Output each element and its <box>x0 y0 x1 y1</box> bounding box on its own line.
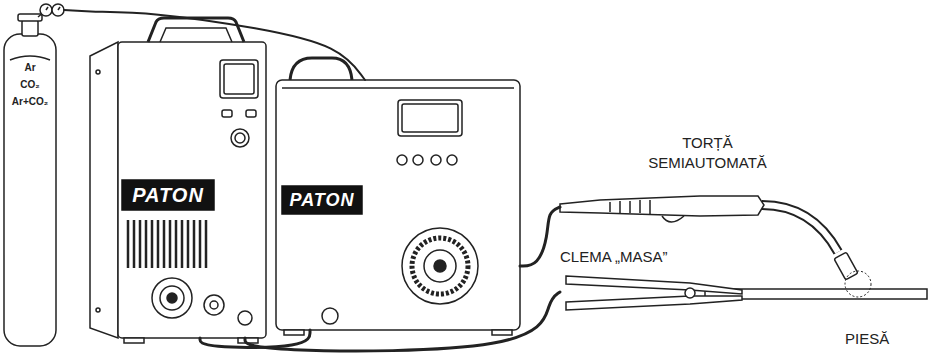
gas-cylinder-drawing <box>10 56 50 60</box>
welding-torch-drawing <box>560 196 764 216</box>
gas-cylinder-drawing <box>18 14 42 21</box>
wire-feeder-drawing <box>276 58 520 335</box>
wire-feeder-drawing <box>447 155 457 165</box>
ground-clamp-drawing <box>566 276 742 294</box>
gas-cylinder-drawing <box>40 4 52 16</box>
ground-clamp-drawing <box>566 276 742 310</box>
part-label: PIESĂ <box>845 329 889 348</box>
wire-feeder-drawing <box>492 330 512 335</box>
welding-torch-drawing <box>560 196 871 297</box>
brand-logo: PATON <box>282 186 362 214</box>
welding-machine-drawing <box>238 311 252 325</box>
welding-torch-drawing <box>762 205 838 252</box>
gas-cylinder-drawing <box>4 4 64 346</box>
welding-machine-drawing <box>152 278 192 318</box>
gas-cylinder-drawing <box>58 7 60 10</box>
gas-hose <box>64 10 365 80</box>
welding-machine-drawing <box>122 180 214 210</box>
welding-machine-drawing <box>90 42 118 338</box>
welding-torch-drawing <box>662 216 684 222</box>
ground-clamp-drawing <box>566 296 742 310</box>
gas-cylinder: ArCO₂ Ar+CO₂ <box>4 3 64 348</box>
wire-feeder-drawing <box>402 104 458 132</box>
gas-cylinder-drawing <box>4 34 56 346</box>
welding-torch-drawing <box>845 271 871 297</box>
welding-machine-drawing <box>124 338 144 343</box>
wire-feeder-drawing <box>434 260 446 272</box>
wire-feeder-drawing <box>398 100 462 136</box>
wire-feeder-drawing <box>290 58 352 80</box>
welding-machine-drawing <box>160 28 232 42</box>
wire-feeder-drawing <box>431 155 441 165</box>
welding-machine: PATON <box>90 42 266 338</box>
gas-cylinder-drawing <box>52 4 64 16</box>
welding-torch-drawing <box>834 252 858 280</box>
welding-machine-drawing <box>222 110 232 117</box>
welding-machine-drawing <box>220 60 258 98</box>
gas-label: Ar+CO₂ <box>4 95 56 108</box>
wire-feeder-drawing <box>412 238 468 294</box>
welding-machine-drawing <box>167 293 177 303</box>
ground-cable <box>245 292 560 351</box>
gas-cylinder-drawing <box>22 20 38 36</box>
wire-feeder-drawing <box>322 308 338 324</box>
wire-feeder-drawing <box>282 186 362 214</box>
ground-clamp-drawing <box>685 288 695 298</box>
wire-feeder-drawing <box>282 87 514 89</box>
welding-machine-drawing <box>160 286 184 310</box>
wire-feeder: PATON <box>276 80 520 330</box>
wire-feeder-drawing <box>424 250 456 282</box>
workpiece: PIESĂ <box>705 286 927 350</box>
ground-clamp: CLEMA „MASA” <box>560 247 745 312</box>
welding-machine-drawing <box>231 129 249 147</box>
welding-machine-drawing <box>90 18 266 343</box>
welding-machine-drawing <box>235 133 245 143</box>
welding-machine-drawing <box>246 110 256 117</box>
wire-feeder-drawing <box>413 155 423 165</box>
gas-label: Ar <box>4 61 56 74</box>
wire-feeder-drawing <box>402 228 478 304</box>
welding-machine-drawing <box>118 42 266 338</box>
gas-cylinder-drawing <box>46 7 48 10</box>
wire-feeder-drawing <box>276 80 520 330</box>
welding-machine-drawing <box>224 64 254 94</box>
part-label: CLEMA „MASA” <box>560 247 668 266</box>
wire-feeder-drawing <box>284 330 304 335</box>
welding-machine-drawing <box>204 295 224 315</box>
part-label: TORȚĂ SEMIAUTOMATĂ <box>640 133 775 173</box>
gas-label: CO₂ <box>4 78 56 91</box>
brand-logo: PATON <box>122 180 214 210</box>
welding-torch: TORȚĂ SEMIAUTOMATĂ <box>560 133 790 220</box>
wire-feeder-drawing <box>397 155 407 165</box>
torch-cable <box>520 207 560 266</box>
welding-machine-drawing <box>128 220 206 268</box>
welding-machine-drawing <box>96 308 100 312</box>
welding-machine-drawing <box>210 301 218 309</box>
welding-machine-drawing <box>96 70 100 74</box>
welding-torch-drawing <box>762 205 838 252</box>
welding-machine-drawing <box>148 18 244 42</box>
welding-torch-drawing <box>610 200 650 214</box>
